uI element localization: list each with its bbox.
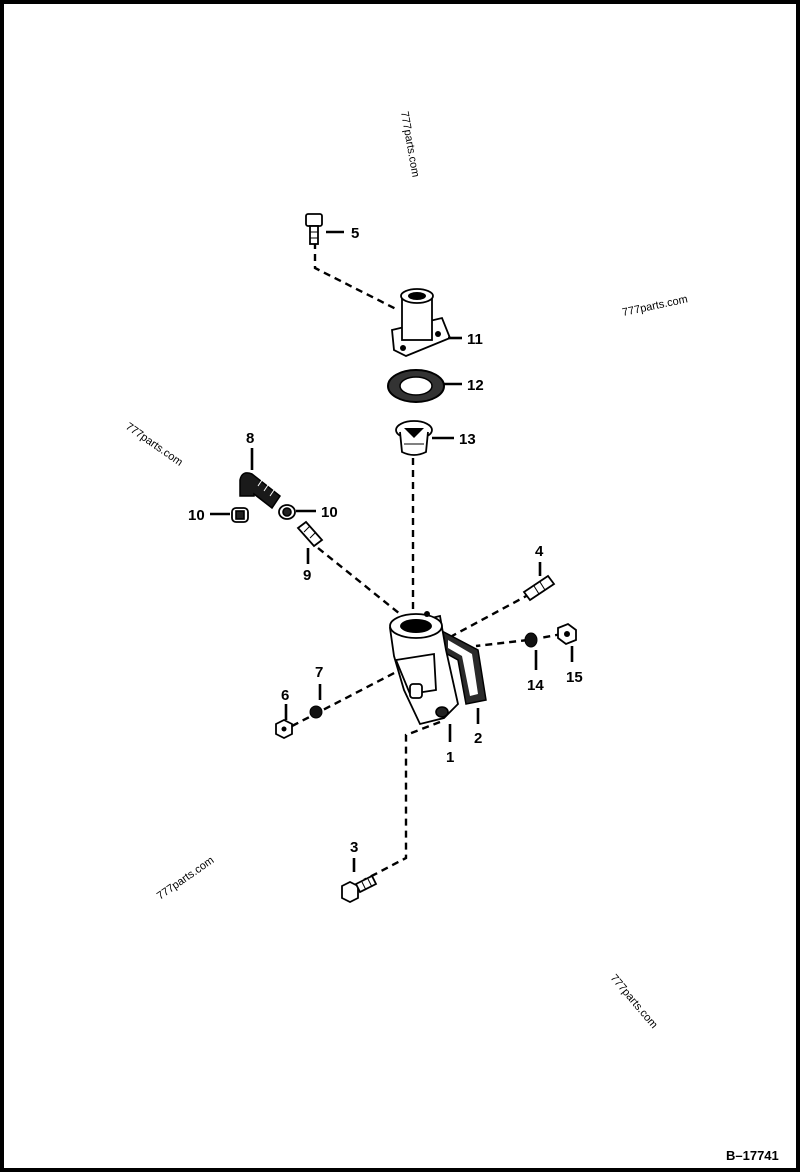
callout-15: 15 [566, 669, 583, 686]
callout-7: 7 [315, 664, 323, 681]
washer-part-14 [524, 632, 538, 648]
fitting-part-9 [296, 520, 324, 548]
nut-part-6 [275, 718, 293, 740]
figure-id: B–17741 [726, 1148, 779, 1163]
clamp-part-10-left [231, 507, 249, 523]
callout-4: 4 [535, 543, 544, 560]
water-housing-part-1 [388, 611, 459, 726]
callout-10-left: 10 [188, 507, 205, 524]
callout-13: 13 [459, 431, 476, 448]
stud-part-4 [522, 574, 556, 602]
callout-6: 6 [281, 687, 289, 704]
watermark-4: 777parts.com [155, 854, 216, 902]
callout-12: 12 [467, 377, 484, 394]
callout-10-right: 10 [321, 504, 338, 521]
watermark-3: 777parts.com [123, 421, 184, 469]
gasket-part-12 [387, 369, 445, 403]
nut-part-15 [557, 622, 577, 646]
callout-leaders [210, 230, 574, 872]
thermostat-part-13 [395, 420, 433, 456]
callout-9: 9 [303, 567, 311, 584]
callout-8: 8 [246, 430, 254, 447]
watermark-2: 777parts.com [621, 293, 689, 319]
bolt-part-3 [341, 874, 378, 904]
bolt-part-5 [305, 213, 323, 245]
watermark-5: 777parts.com [608, 972, 660, 1031]
assembly-lines [291, 242, 563, 882]
callout-14: 14 [527, 677, 544, 694]
callout-1: 1 [446, 749, 454, 766]
watermark-1: 777parts.com [398, 110, 421, 178]
callout-2: 2 [474, 730, 482, 747]
lock-washer-part-7 [309, 705, 323, 719]
callout-5: 5 [351, 225, 359, 242]
callout-3: 3 [350, 839, 358, 856]
hose-elbow-part-8 [239, 472, 282, 510]
clamp-part-10-right [278, 504, 296, 520]
thermostat-housing-part-11 [391, 288, 452, 357]
callout-11: 11 [467, 331, 483, 348]
